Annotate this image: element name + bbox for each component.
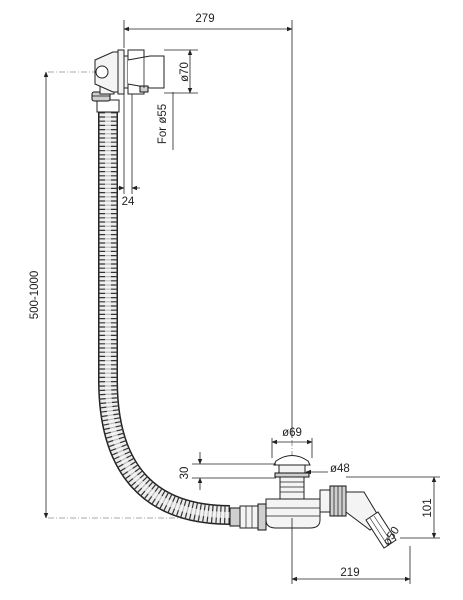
drain-trap-assembly xyxy=(229,455,397,549)
bottom-width-label: 219 xyxy=(340,567,359,579)
dimension-bottom-width: 219 xyxy=(291,518,411,584)
dimension-overflow-offset: 24 xyxy=(118,94,140,208)
overflow-hole-label: For ø55 xyxy=(157,104,169,144)
top-width-label: 279 xyxy=(195,13,214,25)
flexible-overflow-hose xyxy=(98,108,231,525)
vertical-range-label: 500-1000 xyxy=(29,271,41,320)
dimension-plug-height: 30 xyxy=(179,452,276,490)
dimension-vertical-range: 500-1000 xyxy=(29,71,49,519)
dimension-overflow-height: ø70 xyxy=(164,49,198,94)
drain-diameter-label: ø48 xyxy=(330,463,350,475)
overflow-head xyxy=(91,49,165,113)
overflow-offset-label: 24 xyxy=(122,196,135,208)
overflow-height-label: ø70 xyxy=(179,62,191,82)
plug-diameter-label: ø69 xyxy=(282,427,302,439)
dimension-overflow-hole: For ø55 xyxy=(157,92,174,150)
plug-height-label: 30 xyxy=(179,467,191,480)
dimension-drain-diameter: ø48 xyxy=(305,463,350,475)
dimension-trap-height: 101 xyxy=(346,476,440,539)
center-lines xyxy=(48,71,293,519)
dimension-top-width: 279 xyxy=(123,13,293,438)
trap-height-label: 101 xyxy=(422,498,434,517)
dimension-plug-diameter: ø69 xyxy=(271,427,313,458)
